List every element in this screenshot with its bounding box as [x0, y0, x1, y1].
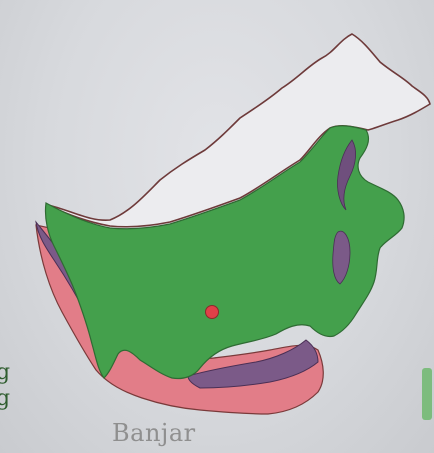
edge-mark-2: g — [0, 386, 11, 411]
place-label: Banjar — [112, 419, 196, 447]
north-region — [47, 33, 431, 228]
purple-northeast-streak — [337, 139, 356, 211]
lowland-green-region — [44, 125, 405, 380]
edge-mark-1: g — [0, 360, 11, 385]
purple-inner-patch — [332, 230, 351, 285]
purple-band-south — [187, 339, 319, 389]
right-edge-strip — [422, 368, 432, 420]
city-marker — [205, 305, 219, 319]
